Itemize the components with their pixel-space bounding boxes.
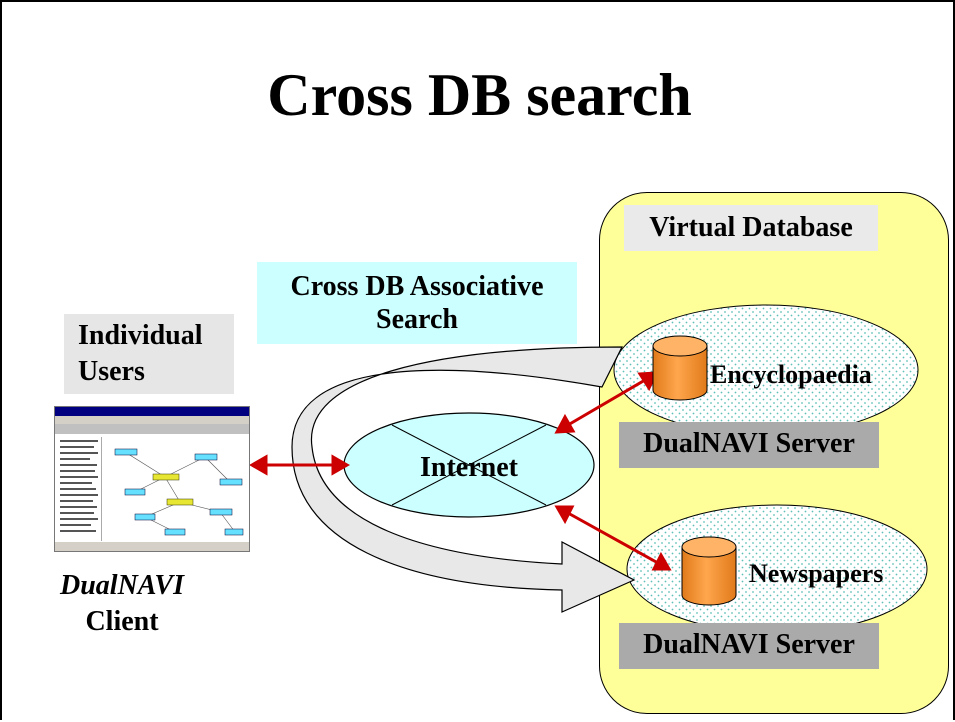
thumbnail-titlebar (55, 407, 249, 416)
thumbnail-topic-graph (114, 448, 244, 536)
individual-users-line1: Individual (78, 320, 203, 351)
thumbnail-toolbar (55, 424, 249, 434)
client-label: DualNAVI Client (37, 568, 207, 640)
cross-search-label-line1: Cross DB Associative (290, 271, 544, 302)
client-product-name: DualNAVI (60, 570, 184, 601)
internet-label: Internet (420, 452, 519, 483)
newspapers-label: Newspapers (749, 559, 883, 588)
newspapers-database-icon (681, 536, 737, 606)
individual-users-line2: Users (78, 356, 145, 387)
individual-users-label: Individual Users (64, 314, 234, 394)
client-screenshot-thumbnail (54, 406, 250, 552)
encyclopaedia-server-label: DualNAVI Server (619, 422, 879, 468)
connection-internet-newspapers (554, 505, 672, 571)
newspapers-server-label: DualNAVI Server (619, 623, 879, 669)
cross-search-label: Cross DB Associative Search (257, 262, 577, 344)
virtual-database-label: Virtual Database (624, 205, 878, 251)
thumbnail-result-list (57, 437, 102, 541)
cross-search-label-line2: Search (376, 304, 458, 335)
slide-title: Cross DB search (267, 62, 692, 128)
cross-search-flow-arrow (291, 346, 636, 613)
client-role: Client (85, 606, 159, 637)
thumbnail-menubar (55, 416, 249, 424)
encyclopaedia-label: Encyclopaedia (710, 360, 872, 389)
encyclopaedia-database-icon (652, 335, 708, 401)
thumbnail-statusbar (55, 542, 249, 551)
connection-client-internet (248, 454, 351, 476)
